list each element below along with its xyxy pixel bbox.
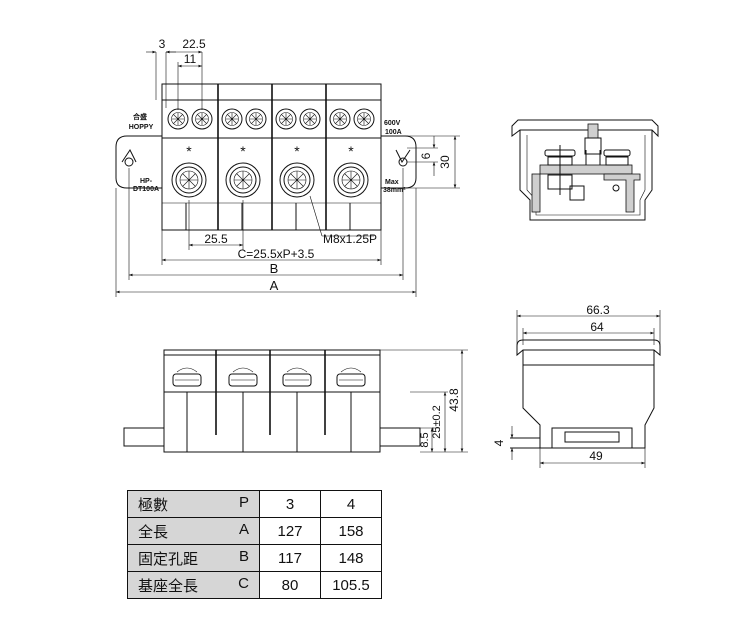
- dim-b: B: [270, 261, 279, 276]
- dim-66-3: 66.3: [586, 303, 610, 317]
- star-mark: *: [186, 143, 192, 159]
- brand-chinese: 合盛: [132, 112, 147, 121]
- dim-c-formula: C=25.5xP+3.5: [238, 247, 315, 261]
- cell-value: 127: [259, 517, 321, 545]
- dim-4: 4: [492, 439, 506, 446]
- dim-3: 3: [159, 37, 166, 51]
- spec-table: 極數 P 3 4 全長 A 127 158 固定孔距 B 117 148 基座全長 C …: [127, 490, 382, 599]
- left-flange: [115, 135, 162, 189]
- row-label: 全長 A: [127, 517, 260, 545]
- rating-voltage: 600V: [384, 120, 401, 127]
- model-line-1: HP-: [140, 178, 153, 185]
- label-abbr: C: [238, 574, 249, 592]
- dim-25: 25±0.2: [431, 405, 443, 439]
- model-line-2: DT100A: [133, 186, 159, 193]
- dim-11: 11: [184, 52, 197, 66]
- label-text: 基座全長: [138, 577, 199, 595]
- cell-value: 105.5: [320, 571, 382, 599]
- small-screws: [167, 108, 375, 130]
- star-mark: *: [348, 143, 354, 159]
- left-mount-hole: [124, 157, 134, 167]
- dim-a: A: [270, 278, 279, 293]
- section-view: [511, 119, 659, 221]
- right-flange: [381, 135, 417, 189]
- label-text: 極數: [138, 496, 169, 514]
- cell-value: 117: [259, 544, 321, 572]
- table-row: 固定孔距 B 117 148: [127, 544, 382, 572]
- dim-30: 30: [438, 155, 452, 169]
- left-foot: [123, 427, 165, 447]
- cell-value: 4: [320, 490, 382, 518]
- star-mark: *: [240, 143, 246, 159]
- dim-43-8: 43.8: [447, 388, 461, 412]
- wire-size: 38mm²: [383, 187, 406, 194]
- dim-64: 64: [590, 320, 604, 334]
- table-row: 全長 A 127 158: [127, 517, 382, 545]
- cell-value: 148: [320, 544, 382, 572]
- side-cover: [516, 339, 661, 357]
- label-text: 固定孔距: [138, 550, 199, 568]
- dim-8-5: 8.5: [419, 432, 431, 447]
- side-view: 66.3 64 4 49: [492, 303, 661, 468]
- brand-name: HOPPY: [129, 124, 154, 131]
- cell-value: 158: [320, 517, 382, 545]
- star-mark: *: [294, 143, 300, 159]
- cell-value: 3: [259, 490, 321, 518]
- top-dimensions: 3 22.5 11: [146, 37, 206, 110]
- cell-value: 80: [259, 571, 321, 599]
- wire-max: Max: [385, 179, 399, 186]
- dim-22-5: 22.5: [182, 37, 206, 51]
- main-screws: [171, 162, 369, 198]
- label-abbr: P: [238, 493, 249, 511]
- top-view: * * * * 合盛 HOPPY HP- DT100A 600V 100A Ma…: [115, 37, 460, 297]
- dim-screw-thread: M8x1.25P: [323, 232, 377, 246]
- right-dimensions: 6 30: [405, 135, 460, 189]
- dim-49: 49: [589, 449, 603, 463]
- table-row: 基座全長 C 80 105.5: [127, 571, 382, 599]
- bus-bar: [539, 164, 633, 175]
- bottom-dimensions: 25.5 M8x1.25P C=25.5xP+3.5 B A: [115, 168, 417, 297]
- table-row: 極數 P 3 4: [127, 490, 382, 518]
- right-foot: [379, 427, 421, 447]
- front-view: 43.8 25±0.2 8.5: [123, 349, 468, 453]
- label-abbr: A: [238, 520, 249, 538]
- row-label: 固定孔距 B: [127, 544, 260, 572]
- dim-pitch: 25.5: [204, 232, 228, 246]
- row-label: 基座全長 C: [127, 571, 260, 599]
- label-text: 全長: [138, 523, 169, 541]
- section-cover: [511, 119, 659, 138]
- front-screw-heads: [172, 367, 366, 387]
- dim-6: 6: [419, 152, 433, 159]
- row-label: 極數 P: [127, 490, 260, 518]
- label-abbr: B: [238, 547, 249, 565]
- section-insert: [587, 123, 599, 139]
- rating-current: 100A: [385, 129, 402, 136]
